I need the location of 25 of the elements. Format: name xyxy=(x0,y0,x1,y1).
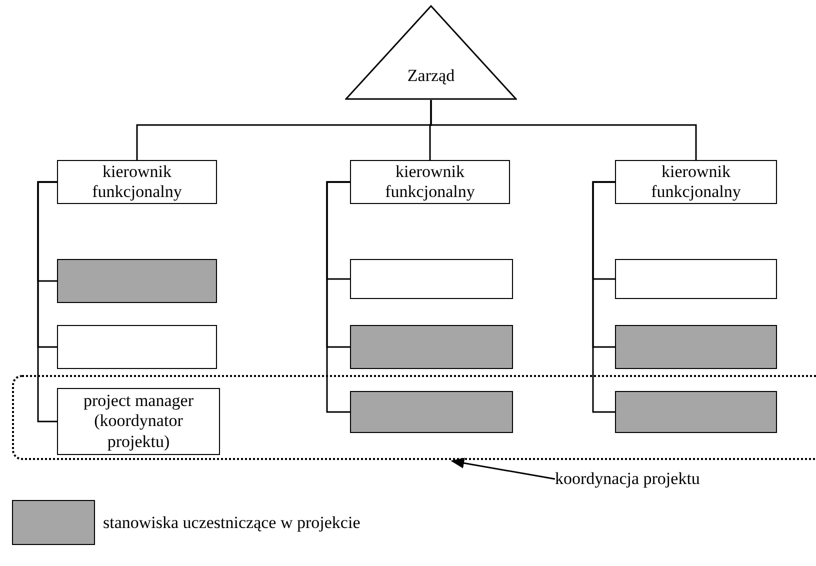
shaded-box xyxy=(350,391,513,433)
arrow xyxy=(450,458,556,480)
shaded-box xyxy=(615,325,777,369)
empty-box xyxy=(615,259,777,299)
node-label: project manager (koordynator projektu) xyxy=(82,390,194,452)
shaded-box xyxy=(57,259,217,303)
node-label: kierownik funkcjonalny xyxy=(91,162,183,202)
node-label: kierownik funkcjonalny xyxy=(384,162,476,202)
empty-box xyxy=(350,259,513,299)
org-box xyxy=(57,388,220,455)
org-box xyxy=(350,160,510,204)
connector-line xyxy=(37,181,57,422)
org-box xyxy=(57,160,217,204)
node-label: Zarząd xyxy=(407,66,455,86)
connector-line xyxy=(430,100,697,160)
shaded-box xyxy=(350,325,513,369)
empty-box xyxy=(57,325,217,369)
legend-label: stanowiska uczestniczące w projekcie xyxy=(103,512,360,534)
shaded-box xyxy=(615,391,777,433)
dashed-region xyxy=(12,375,816,460)
org-box xyxy=(615,160,777,204)
node-label: kierownik funkcjonalny xyxy=(650,162,742,202)
connector-line xyxy=(592,181,615,413)
connector-line xyxy=(326,181,350,413)
node-label: koordynacja projektu xyxy=(555,468,700,490)
